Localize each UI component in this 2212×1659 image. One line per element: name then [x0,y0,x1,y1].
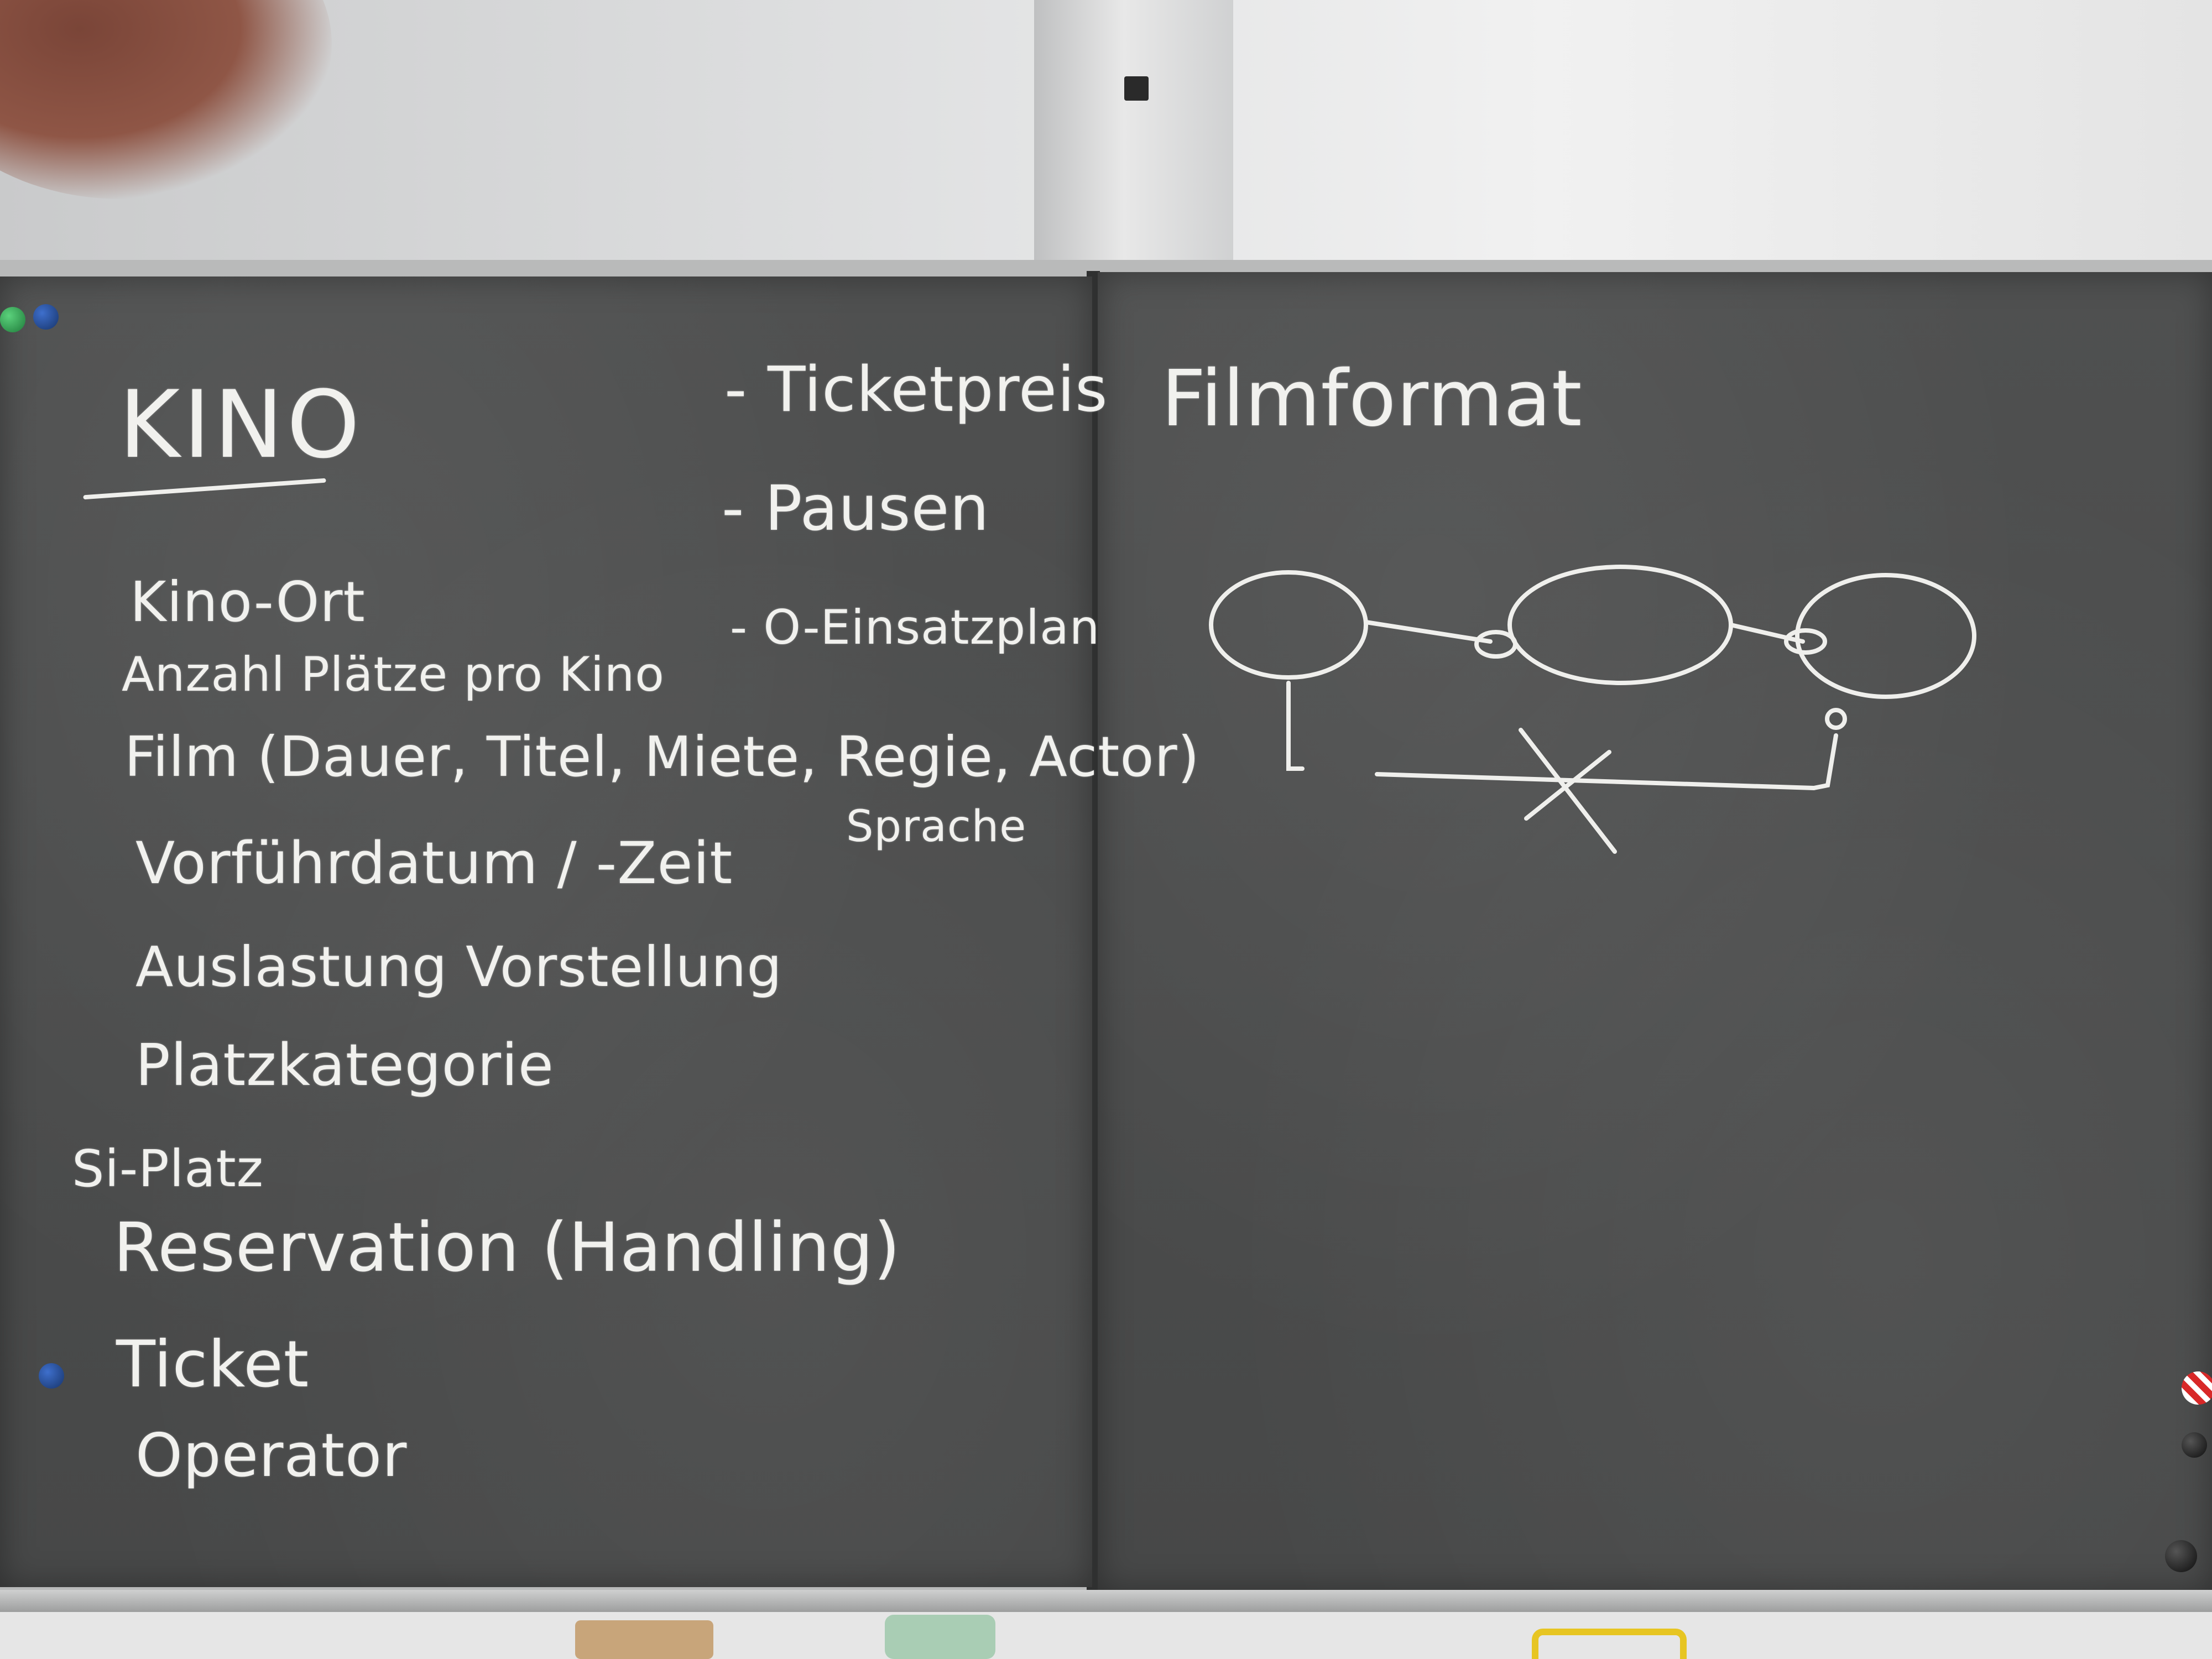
list-item: Anzahl Plätze pro Kino [122,647,665,702]
list-item: Operator [135,1421,408,1490]
diagram-ellipse [1507,565,1733,685]
diagram-connector [1286,681,1305,771]
entity-diagram-sketch [1209,565,1976,854]
chalkboard-left [0,276,1092,1587]
connector-circle-icon [1474,630,1517,659]
list-item: Vorführdatum / -Zeit [135,830,733,897]
tape-roll [1532,1629,1687,1659]
list-item: Ticket [116,1327,310,1402]
speaker-column [1034,0,1233,276]
side-list-item: - O-Einsatzplan [730,600,1100,655]
list-item: Kino-Ort [130,570,366,634]
chalkboard-right [1098,272,2212,1591]
list-item: Sprache [846,802,1027,852]
magnet-black-icon [2165,1540,2197,1572]
magnet-blue-icon [39,1363,64,1389]
magnet-green-icon [0,307,25,332]
eraser [575,1620,713,1659]
diagram-ellipse [1209,570,1368,680]
list-item: Film (Dauer, Titel, Miete, Regie, Actor) [124,724,1200,789]
magnet-striped-icon [2182,1371,2212,1405]
cross-mark [1519,728,1617,854]
heading-kino: KINO [119,371,363,479]
cross-mark [1524,750,1611,821]
list-item: Platzkategorie [135,1031,554,1099]
connector-circle-icon [1784,628,1827,655]
chalk-tray [0,1590,2212,1612]
magnet-blue-icon [33,304,59,330]
speaker-logo-icon [1124,76,1149,101]
diagram-ellipse [1795,573,1976,699]
magnet-black-icon [2182,1432,2207,1458]
floor-area [0,1612,2212,1659]
diagram-connector [1364,620,1493,644]
diagram-connector [1375,772,1816,790]
diagram-connector [1812,733,1838,790]
connector-circle-icon [1825,708,1847,730]
list-item: Si-Platz [72,1139,264,1198]
diagram-connector [1729,623,1805,644]
side-list-item: - Pausen [722,473,990,545]
sponge [885,1615,995,1659]
list-item: Reservation (Handling) [113,1208,901,1287]
heading-filmformat: Filmformat [1161,354,1583,444]
list-item: Auslastung Vorstellung [135,935,782,999]
side-list-item: - Ticketpreis [724,354,1108,426]
